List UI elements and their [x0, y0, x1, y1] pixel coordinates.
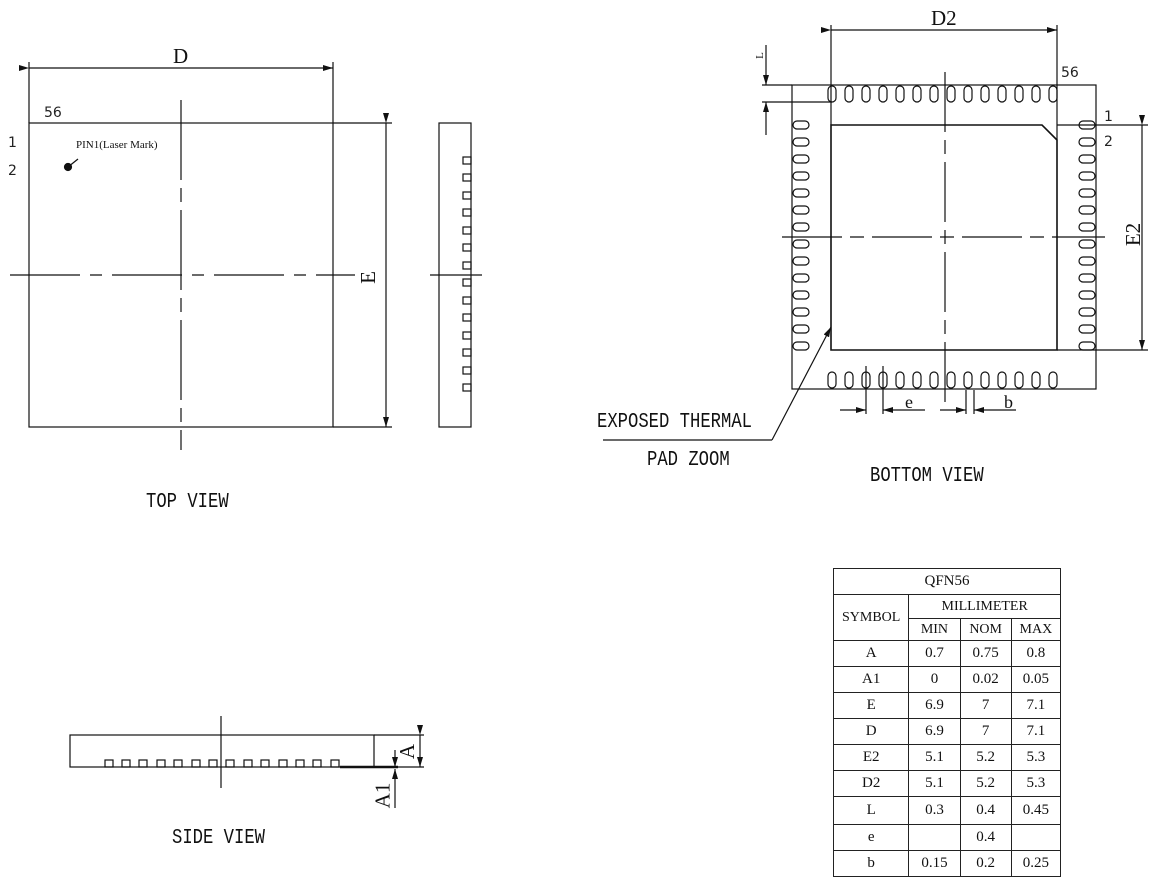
table-row: E 6.9 7 7.1 — [832, 692, 1062, 719]
row-min: 0 — [908, 666, 961, 693]
dim-label-a1: A1 — [370, 782, 395, 809]
side-view — [69, 716, 424, 808]
dim-label-b: b — [1004, 392, 1013, 412]
row-max: 5.3 — [1010, 770, 1062, 797]
table-row: A 0.7 0.75 0.8 — [832, 640, 1062, 667]
row-symbol: L — [832, 796, 910, 825]
row-symbol: D — [832, 718, 910, 745]
bottom-pin-1-label: 1 — [1104, 109, 1113, 125]
col-min-header: MIN — [908, 618, 961, 641]
row-nom: 0.02 — [959, 666, 1012, 693]
row-max: 7.1 — [1010, 692, 1062, 719]
row-nom: 0.4 — [959, 796, 1012, 825]
top-view — [10, 62, 392, 450]
row-min: 5.1 — [908, 744, 961, 771]
pin-1-label: 1 — [8, 135, 17, 151]
dim-label-d2: D2 — [931, 6, 957, 30]
pin1-laser-mark-label: PIN1(Laser Mark) — [76, 139, 158, 151]
row-symbol: D2 — [832, 770, 910, 797]
unit-header: MILLIMETER — [908, 594, 1061, 619]
row-min: 6.9 — [908, 692, 961, 719]
pin-2-label: 2 — [8, 163, 17, 179]
callout-pad-zoom: PAD ZOOM — [647, 449, 730, 472]
row-nom: 0.2 — [959, 850, 1012, 877]
dim-label-e: E — [355, 271, 380, 284]
table-row: D 6.9 7 7.1 — [832, 718, 1062, 745]
dim-label-l: L — [753, 52, 766, 59]
row-min: 5.1 — [908, 770, 961, 797]
row-min: 0.3 — [908, 796, 961, 825]
left-pad-column — [792, 120, 810, 351]
bottom-pin-2-label: 2 — [1104, 134, 1113, 150]
row-nom: 5.2 — [959, 770, 1012, 797]
dimension-table: QFN56 SYMBOL MILLIMETER MIN NOM MAX A 0.… — [832, 568, 1062, 877]
row-nom: 5.2 — [959, 744, 1012, 771]
bottom-pin-56-label: 56 — [1061, 65, 1079, 81]
top-pad-row — [827, 85, 1058, 103]
row-max: 0.05 — [1010, 666, 1062, 693]
row-min — [908, 824, 961, 851]
row-symbol: b — [832, 850, 910, 877]
row-max — [1010, 824, 1062, 851]
col-max-header: MAX — [1010, 618, 1062, 641]
table-row: D2 5.1 5.2 5.3 — [832, 770, 1062, 797]
row-max: 0.25 — [1010, 850, 1062, 877]
side-profile-vertical — [430, 122, 482, 428]
row-symbol: A — [832, 640, 910, 667]
row-max: 5.3 — [1010, 744, 1062, 771]
row-symbol: A1 — [832, 666, 910, 693]
row-nom: 7 — [959, 692, 1012, 719]
table-row: L 0.3 0.4 0.45 — [832, 796, 1062, 825]
row-max: 0.8 — [1010, 640, 1062, 667]
row-min: 6.9 — [908, 718, 961, 745]
row-symbol: e — [832, 824, 910, 851]
row-max: 0.45 — [1010, 796, 1062, 825]
top-view-caption: TOP VIEW — [146, 491, 229, 514]
table-row: A1 0 0.02 0.05 — [832, 666, 1062, 693]
bottom-pad-row — [827, 371, 1058, 389]
row-nom: 0.75 — [959, 640, 1012, 667]
symbol-header: SYMBOL — [832, 594, 910, 641]
right-pad-column — [1078, 120, 1096, 351]
row-nom: 0.4 — [959, 824, 1012, 851]
pin-56-label: 56 — [44, 105, 62, 121]
table-row: b 0.15 0.2 0.25 — [832, 850, 1062, 877]
callout-exposed-thermal: EXPOSED THERMAL — [597, 411, 753, 434]
row-symbol: E2 — [832, 744, 910, 771]
side-view-caption: SIDE VIEW — [172, 827, 266, 850]
row-max: 7.1 — [1010, 718, 1062, 745]
table-row: e 0.4 — [832, 824, 1062, 851]
row-min: 0.7 — [908, 640, 961, 667]
dim-label-pitch-e: e — [905, 392, 913, 412]
dim-label-a: A — [395, 743, 420, 760]
bottom-view — [603, 25, 1148, 441]
row-symbol: E — [832, 692, 910, 719]
dim-label-e2: E2 — [1121, 222, 1146, 247]
table-title: QFN56 — [833, 568, 1061, 595]
bottom-view-caption: BOTTOM VIEW — [870, 465, 984, 488]
table-row: E2 5.1 5.2 5.3 — [832, 744, 1062, 771]
col-nom-header: NOM — [959, 618, 1012, 641]
dim-label-d: D — [173, 44, 189, 68]
row-min: 0.15 — [908, 850, 961, 877]
row-nom: 7 — [959, 718, 1012, 745]
